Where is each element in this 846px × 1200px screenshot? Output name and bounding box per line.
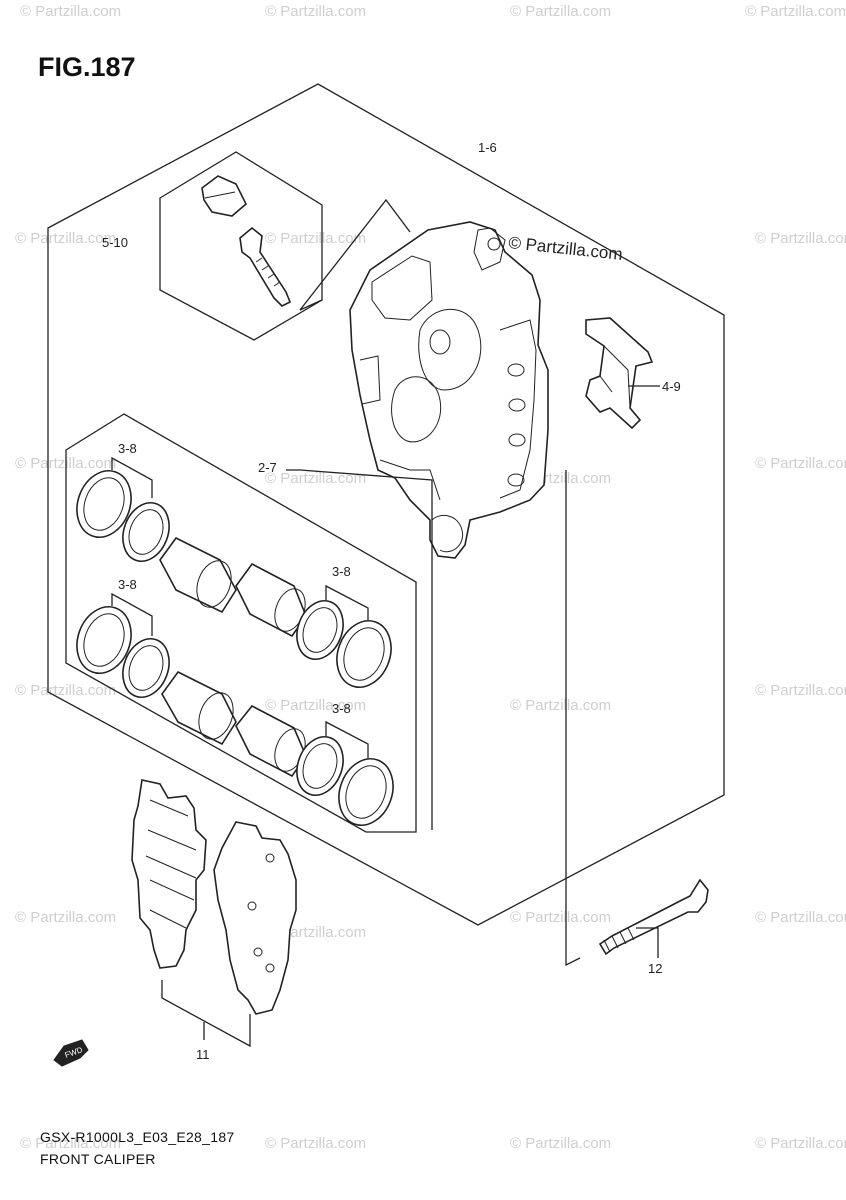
watermark-inline: © Partzilla.com xyxy=(508,233,624,264)
leader-bracket xyxy=(325,720,369,758)
part-group-name: FRONT CALIPER xyxy=(40,1151,156,1167)
leader-line xyxy=(565,470,581,967)
seal-ring xyxy=(122,638,170,698)
callout-3-8: 3-8 xyxy=(332,564,351,579)
watermark: © Partzilla.com xyxy=(265,230,366,247)
watermark: © Partzilla.com xyxy=(755,1135,846,1152)
callout-3-8: 3-8 xyxy=(118,577,137,592)
forward-arrow-icon: FWD xyxy=(53,1039,89,1067)
callout-11: 11 xyxy=(196,1047,210,1062)
watermark: © Partzilla.com xyxy=(265,697,366,714)
piston-seal-group-outline xyxy=(65,413,417,833)
watermark: © Partzilla.com xyxy=(755,230,846,247)
watermark: © Partzilla.com xyxy=(755,682,846,699)
seal-ring xyxy=(76,606,132,674)
seal-ring xyxy=(336,620,392,688)
brake-pad xyxy=(213,821,297,1015)
leader-bracket xyxy=(161,980,251,1048)
brake-pad xyxy=(131,779,207,969)
callout-4-9: 4-9 xyxy=(662,379,681,394)
watermark: © Partzilla.com xyxy=(745,3,846,20)
callout-5-10: 5-10 xyxy=(102,235,128,250)
watermark: © Partzilla.com xyxy=(15,682,116,699)
watermark: © Partzilla.com xyxy=(755,455,846,472)
callout-1-6: 1-6 xyxy=(478,140,497,155)
mounting-bolt xyxy=(598,878,709,956)
assembly-boundary-outline xyxy=(47,83,725,926)
bleeder-valve xyxy=(239,226,292,307)
leader-line xyxy=(636,927,659,958)
seal-ring xyxy=(296,736,344,796)
watermark: © Partzilla.com xyxy=(20,3,121,20)
leader-line xyxy=(286,469,433,830)
bleeder-cap xyxy=(201,175,247,217)
seal-ring xyxy=(338,758,394,826)
caliper-body xyxy=(349,221,549,559)
seal-ring xyxy=(122,502,170,562)
watermark: © Partzilla.com xyxy=(510,3,611,20)
watermark: © Partzilla.com xyxy=(510,697,611,714)
watermark: © Partzilla.com xyxy=(15,909,116,926)
leader-bracket xyxy=(111,592,153,636)
watermark: © Partzilla.com xyxy=(15,230,116,247)
model-code-label: GSX-R1000L3_E03_E28_187 xyxy=(40,1129,235,1145)
callout-2-7: 2-7 xyxy=(258,460,277,475)
piston xyxy=(159,536,237,614)
callout-3-8: 3-8 xyxy=(332,701,351,716)
callout-12: 12 xyxy=(648,961,662,976)
watermark: © Partzilla.com xyxy=(20,1135,121,1152)
watermark: © Partzilla.com xyxy=(265,470,366,487)
figure-title: FIG.187 xyxy=(38,52,136,82)
watermark: © Partzilla.com xyxy=(265,3,366,20)
seal-ring xyxy=(76,470,132,538)
leader-bracket xyxy=(111,456,153,498)
watermark-layer: © Partzilla.com © Partzilla.com © Partzi… xyxy=(15,3,846,1152)
watermark: © Partzilla.com xyxy=(510,909,611,926)
watermark: © Partzilla.com xyxy=(510,1135,611,1152)
leader-line xyxy=(299,299,323,311)
pad-spring xyxy=(585,317,654,430)
watermark: © Partzilla.com xyxy=(755,909,846,926)
piston xyxy=(161,670,237,746)
callout-3-8: 3-8 xyxy=(118,441,137,456)
leader-bracket xyxy=(325,584,369,620)
seal-ring xyxy=(296,600,344,660)
watermark: © Partzilla.com xyxy=(265,1135,366,1152)
leader-line xyxy=(299,198,411,311)
